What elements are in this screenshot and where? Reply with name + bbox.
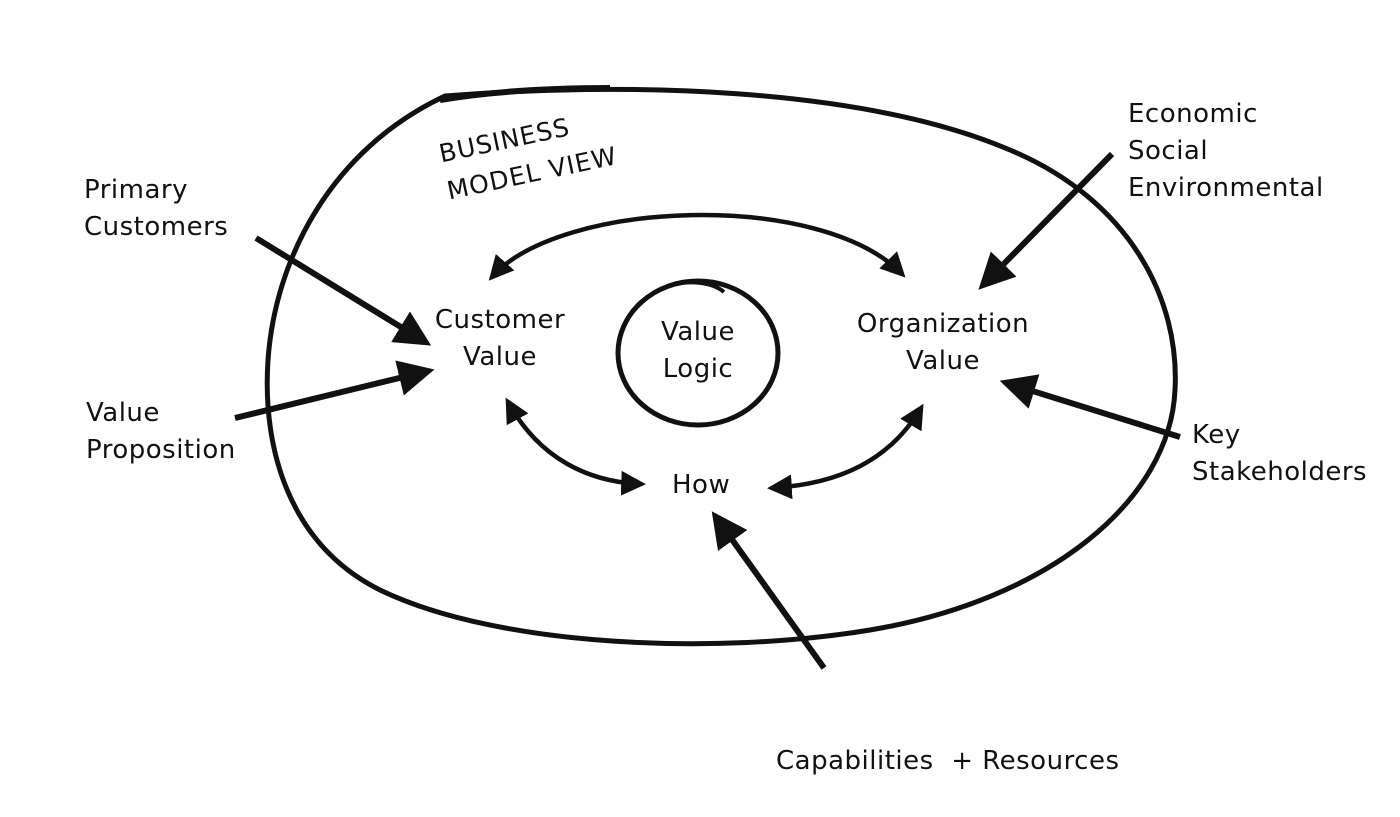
economic-line: Economic <box>1128 99 1258 129</box>
environmental-line: Environmental <box>1128 173 1324 203</box>
capabilities-resources-line: Capabilities + Resources <box>776 746 1120 776</box>
key-stakeholders-line-1: Key <box>1192 420 1241 450</box>
primary-customers-line-2: Customers <box>84 212 229 242</box>
arrow-capabilities-resources <box>711 511 827 670</box>
boundary-overstroke <box>439 85 611 103</box>
value-logic-line-1: Value <box>661 317 735 347</box>
arrow-key-stakeholders <box>999 374 1181 440</box>
value-proposition-line-2: Proposition <box>86 435 236 465</box>
organization-value-line-2: Value <box>906 346 980 376</box>
arc-customer-organization <box>488 212 906 281</box>
economic-social-environmental-label: Economic Social Environmental <box>1128 96 1324 207</box>
social-line: Social <box>1128 136 1209 166</box>
organization-value-node: Organization Value <box>828 306 1058 380</box>
value-logic-label: Value Logic <box>638 314 758 388</box>
customer-value-line-1: Customer <box>434 305 566 335</box>
customer-value-line-2: Value <box>463 342 537 372</box>
primary-customers-line-1: Primary <box>84 175 188 205</box>
capabilities-resources-label: Capabilities + Resources <box>776 669 1120 817</box>
arrow-primary-customers <box>254 235 432 346</box>
value-logic-overstroke <box>671 280 726 294</box>
value-proposition-label: Value Proposition <box>86 395 236 469</box>
arc-customer-how <box>505 397 646 496</box>
arc-organization-how <box>767 403 924 500</box>
how-node: How <box>672 467 730 504</box>
how-label: How <box>672 470 731 500</box>
primary-customers-label: Primary Customers <box>84 172 228 246</box>
diagram-canvas <box>234 85 1181 670</box>
arrow-economic-social-environmental <box>978 151 1115 290</box>
organization-value-line-1: Organization <box>856 309 1030 339</box>
business-model-boundary <box>264 86 1178 647</box>
customer-value-node: Customer Value <box>420 302 580 376</box>
arrow-value-proposition <box>234 360 435 421</box>
key-stakeholders-label: Key Stakeholders <box>1192 417 1367 491</box>
value-proposition-line-1: Value <box>86 398 160 428</box>
key-stakeholders-line-2: Stakeholders <box>1192 457 1368 487</box>
value-logic-line-2: Logic <box>662 354 734 384</box>
